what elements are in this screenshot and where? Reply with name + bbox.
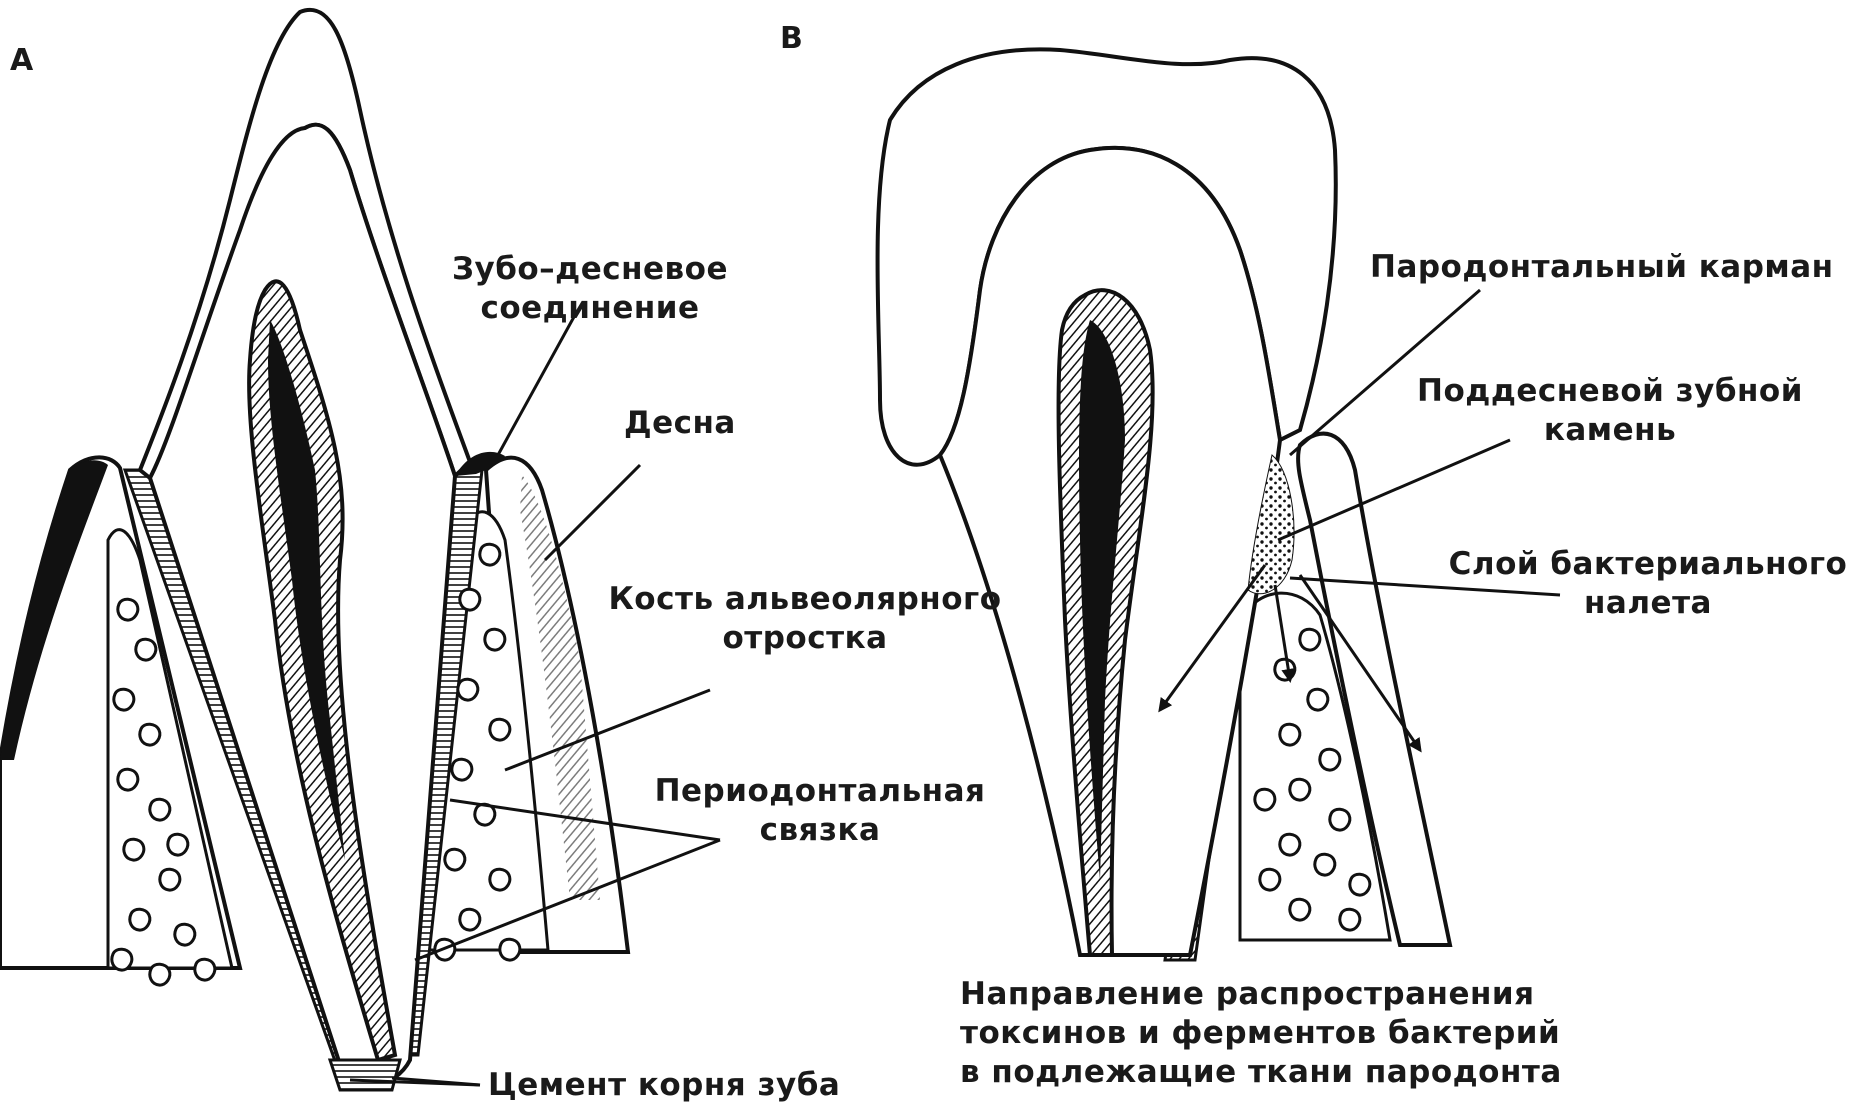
label-plaque-line2: налета: [1430, 584, 1866, 623]
label-junction-line2: соединение: [450, 289, 730, 328]
label-gum: Десна: [624, 404, 736, 443]
label-spread-line2: токсинов и ферментов бактерий: [960, 1014, 1562, 1053]
label-plaque: Слой бактериального налета: [1430, 545, 1866, 623]
label-calculus-line1: Поддесневой зубной: [1390, 372, 1830, 411]
label-ligament-line2: связка: [640, 811, 1000, 850]
label-cement: Цемент корня зуба: [488, 1066, 840, 1105]
label-ligament-line1: Периодонтальная: [640, 772, 1000, 811]
panel-a-letter: A: [10, 42, 34, 80]
label-bone: Кость альвеолярного отростка: [595, 580, 1015, 658]
label-pocket: Пародонтальный карман: [1370, 248, 1834, 287]
label-bone-line1: Кость альвеолярного: [595, 580, 1015, 619]
label-calculus: Поддесневой зубной камень: [1390, 372, 1830, 450]
label-bone-line2: отростка: [595, 619, 1015, 658]
cement-tip: [330, 1060, 400, 1090]
label-junction-line1: Зубо–десневое: [450, 250, 730, 289]
label-spread-line1: Направление распространения: [960, 975, 1562, 1014]
label-plaque-line1: Слой бактериального: [1430, 545, 1866, 584]
label-ligament: Периодонтальная связка: [640, 772, 1000, 850]
panel-a-drawing: [0, 10, 720, 1090]
label-calculus-line2: камень: [1390, 411, 1830, 450]
panel-b-letter: B: [780, 20, 803, 58]
label-spread: Направление распространения токсинов и ф…: [960, 975, 1562, 1091]
label-spread-line3: в подлежащие ткани пародонта: [960, 1053, 1562, 1092]
label-junction: Зубо–десневое соединение: [450, 250, 730, 328]
